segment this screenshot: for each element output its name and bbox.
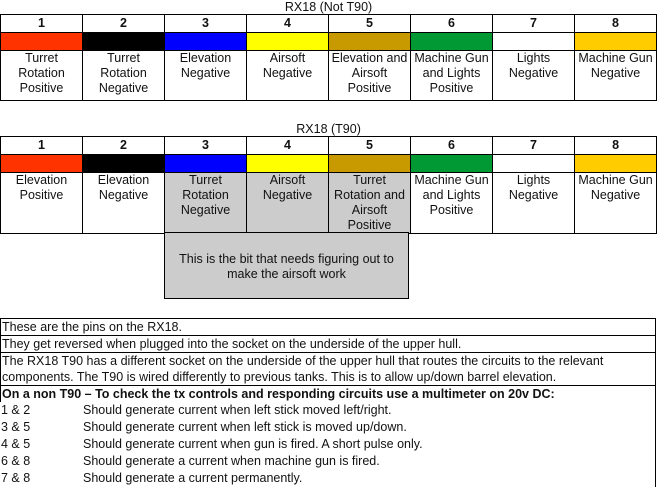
pin-number: 8: [573, 14, 657, 33]
pin-number: 7: [492, 136, 575, 155]
wire-color-swatch: [328, 154, 411, 173]
note-box: This is the bit that needs figuring out …: [164, 232, 409, 299]
check-pins: 7 & 8: [1, 471, 31, 485]
check-heading: On a non T90 – To check the tx controls …: [0, 386, 656, 402]
pin-function: Airsoft Negative: [246, 172, 329, 234]
pin-number: 2: [82, 136, 165, 155]
check-text: Should generate current when gun is fire…: [83, 437, 423, 451]
check-text: Should generate current when left stick …: [83, 420, 407, 434]
notes-section: These are the pins on the RX18. They get…: [0, 318, 656, 487]
note-row: The RX18 T90 has a different socket on t…: [0, 353, 656, 386]
pin-function: Turret Rotation Negative: [164, 172, 247, 234]
wire-color-swatch: [0, 32, 83, 51]
pin-function: Machine Gun and Lights Positive: [410, 172, 493, 234]
wire-color-swatch: [328, 32, 411, 51]
pin-number: 1: [0, 136, 83, 155]
wire-color-swatch: [164, 154, 247, 173]
wire-color-swatch: [82, 32, 165, 51]
wire-color-swatch: [492, 154, 575, 173]
pin-number: 4: [246, 136, 329, 155]
pin-function: Elevation and Airsoft Positive: [328, 50, 411, 101]
check-text: Should generate a current permanently.: [83, 471, 303, 485]
table-title: RX18 (Not T90): [0, 0, 657, 15]
check-row: 3 & 5 Should generate current when left s…: [0, 419, 656, 436]
pin-function: Elevation Positive: [0, 172, 83, 234]
wire-color-swatch: [0, 154, 83, 173]
check-text: Should generate a current when machine g…: [83, 454, 380, 468]
note-row: They get reversed when plugged into the …: [0, 336, 656, 353]
pin-number: 1: [0, 14, 83, 33]
check-row: 1 & 2 Should generate current when left s…: [0, 402, 656, 419]
pin-number: 4: [246, 14, 329, 33]
pin-function: Lights Negative: [492, 50, 575, 101]
wire-color-swatch: [410, 32, 493, 51]
pin-number: 7: [492, 14, 575, 33]
check-text: Should generate current when left stick …: [83, 403, 392, 417]
check-pins: 3 & 5: [1, 420, 31, 434]
check-row: 4 & 5 Should generate current when gun is…: [0, 436, 656, 453]
pin-function: Turret Rotation Negative: [82, 50, 165, 101]
pin-number: 5: [328, 14, 411, 33]
pin-function: Machine Gun Negative: [573, 50, 657, 101]
pin-function: Elevation Negative: [164, 50, 247, 101]
check-pins: 1 & 2: [1, 403, 31, 417]
wire-color-swatch: [246, 32, 329, 51]
pin-function: Turret Rotation Positive: [0, 50, 83, 101]
pin-number: 6: [410, 136, 493, 155]
note-row: These are the pins on the RX18.: [0, 318, 656, 336]
check-row: 7 & 8 Should generate a current permanent…: [0, 470, 656, 487]
pin-number: 3: [164, 14, 247, 33]
pin-function: Elevation Negative: [82, 172, 165, 234]
pin-number: 2: [82, 14, 165, 33]
pin-number: 8: [573, 136, 657, 155]
pin-function: Airsoft Negative: [246, 50, 329, 101]
wire-color-swatch: [573, 154, 657, 173]
check-pins: 6 & 8: [1, 454, 31, 468]
pin-number: 6: [410, 14, 493, 33]
pin-function: Machine Gun and Lights Positive: [410, 50, 493, 101]
check-pins: 4 & 5: [1, 437, 31, 451]
wire-color-swatch: [164, 32, 247, 51]
wire-color-swatch: [492, 32, 575, 51]
pin-function: Machine Gun Negative: [573, 172, 657, 234]
wire-color-swatch: [410, 154, 493, 173]
wire-color-swatch: [573, 32, 657, 51]
pin-function: Lights Negative: [492, 172, 575, 234]
wire-color-swatch: [82, 154, 165, 173]
pin-number: 3: [164, 136, 247, 155]
wire-color-swatch: [246, 154, 329, 173]
pin-function: Turret Rotation and Airsoft Positive: [328, 172, 411, 234]
pin-number: 5: [328, 136, 411, 155]
table-title: RX18 (T90): [0, 122, 657, 137]
check-row: 6 & 8 Should generate a current when mach…: [0, 453, 656, 470]
